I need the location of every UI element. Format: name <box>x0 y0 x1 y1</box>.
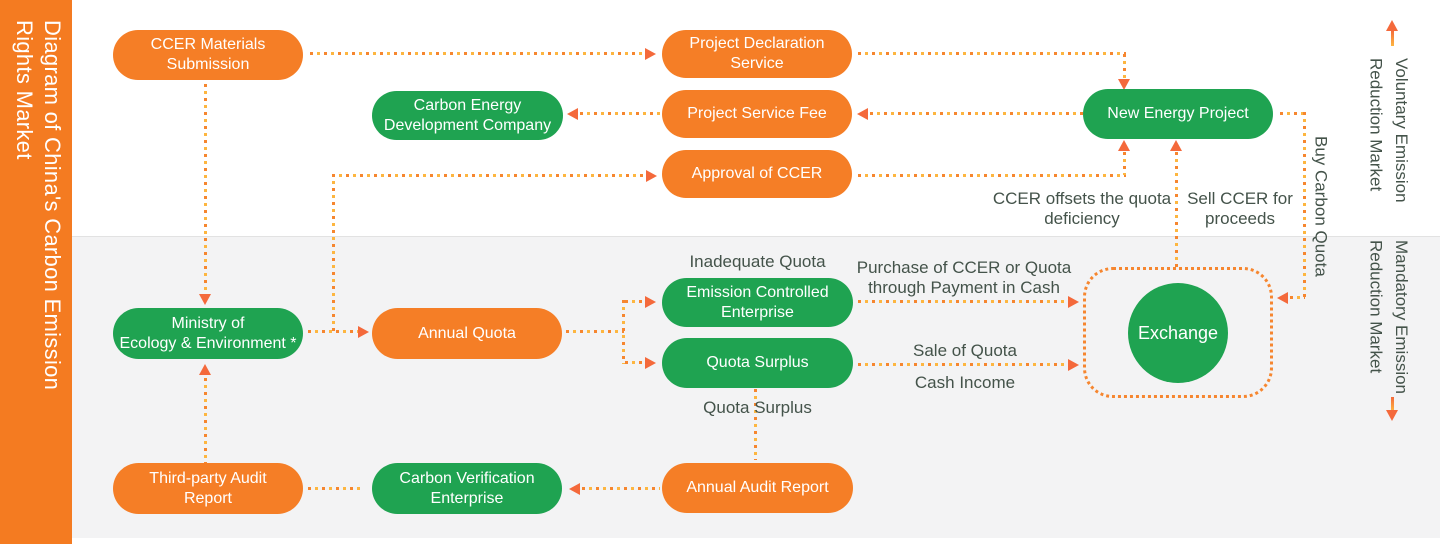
node-project-service-fee: Project Service Fee <box>662 90 852 138</box>
connector-line <box>870 112 1083 115</box>
connector-line <box>582 487 660 490</box>
connector-line <box>1280 112 1306 115</box>
connector-line <box>332 174 646 177</box>
connector-line <box>1303 112 1306 298</box>
connector-line <box>858 300 1068 303</box>
connector-line <box>754 389 757 460</box>
label-quota-surplus: Quota Surplus <box>703 398 812 417</box>
exchange-frame <box>1083 267 1273 398</box>
arrowhead <box>567 108 578 120</box>
arrowhead <box>1118 79 1130 90</box>
arrowhead <box>1068 359 1079 371</box>
connector-line <box>1290 296 1305 299</box>
node-emission-controlled-enterprise: Emission Controlled Enterprise <box>662 278 853 327</box>
connector-line <box>858 363 1068 366</box>
connector-line <box>1123 54 1126 79</box>
node-new-energy-project: New Energy Project <box>1083 89 1273 139</box>
down-arrow-icon <box>1386 410 1398 421</box>
title-bar: Diagram of China's Carbon Emission Right… <box>0 0 72 544</box>
arrowhead <box>646 170 657 182</box>
node-project-declaration-service: Project Declaration Service <box>662 30 852 78</box>
node-carbon-energy-development-company: Carbon Energy Development Company <box>372 91 563 140</box>
node-ministry-ecology-environment: Ministry of Ecology & Environment * <box>113 308 303 359</box>
label-inadequate-quota: Inadequate Quota <box>689 252 826 271</box>
up-arrow-icon <box>1386 20 1398 31</box>
arrowhead <box>1118 140 1130 151</box>
label-mandatory-market: Mandatory Emission Reduction Market <box>1366 240 1412 395</box>
label-cash-income: Cash Income <box>914 373 1016 392</box>
node-exchange: Exchange <box>1128 283 1228 383</box>
connector-line <box>625 300 645 303</box>
connector-line <box>580 112 662 115</box>
connector-line <box>204 84 207 294</box>
connector-line <box>858 174 1126 177</box>
connector-line <box>204 378 207 463</box>
arrowhead <box>569 483 580 495</box>
connector-line <box>310 52 644 55</box>
connector-line <box>858 52 1126 55</box>
node-ccer-materials-submission: CCER Materials Submission <box>113 30 303 80</box>
connector-line <box>1175 152 1178 268</box>
connector-line <box>308 487 362 490</box>
arrowhead <box>857 108 868 120</box>
connector-line <box>622 300 625 364</box>
arrowhead <box>358 326 369 338</box>
label-sale-of-quota: Sale of Quota <box>913 341 1017 360</box>
label-voluntary-market: Voluntary Emission Reduction Market <box>1366 58 1412 203</box>
arrowhead <box>1068 296 1079 308</box>
label-purchase-ccer-or-quota: Purchase of CCER or Quota through Paymen… <box>856 258 1072 298</box>
arrowhead <box>1170 140 1182 151</box>
label-sell-ccer-for-proceeds: Sell CCER for proceeds <box>1187 189 1293 229</box>
node-approval-of-ccer: Approval of CCER <box>662 150 852 198</box>
up-arrow-icon <box>1391 30 1394 46</box>
arrowhead <box>645 296 656 308</box>
arrowhead <box>1277 292 1288 304</box>
node-third-party-audit-report: Third-party Audit Report <box>113 463 303 514</box>
arrowhead <box>645 48 656 60</box>
arrowhead <box>199 294 211 305</box>
connector-line <box>332 174 335 333</box>
connector-line <box>566 330 624 333</box>
connector-line <box>1123 152 1126 175</box>
label-buy-carbon-quota: Buy Carbon Quota <box>1311 136 1331 277</box>
node-quota-surplus: Quota Surplus <box>662 338 853 388</box>
label-ccer-offsets-deficiency: CCER offsets the quota deficiency <box>992 189 1172 229</box>
arrowhead <box>199 364 211 375</box>
node-annual-audit-report: Annual Audit Report <box>662 463 853 513</box>
connector-line <box>625 361 645 364</box>
diagram-title: Diagram of China's Carbon Emission Right… <box>11 20 65 391</box>
node-carbon-verification-enterprise: Carbon Verification Enterprise <box>372 463 562 514</box>
down-arrow-icon <box>1391 397 1394 411</box>
connector-line <box>308 330 358 333</box>
arrowhead <box>645 357 656 369</box>
node-annual-quota: Annual Quota <box>372 308 562 359</box>
